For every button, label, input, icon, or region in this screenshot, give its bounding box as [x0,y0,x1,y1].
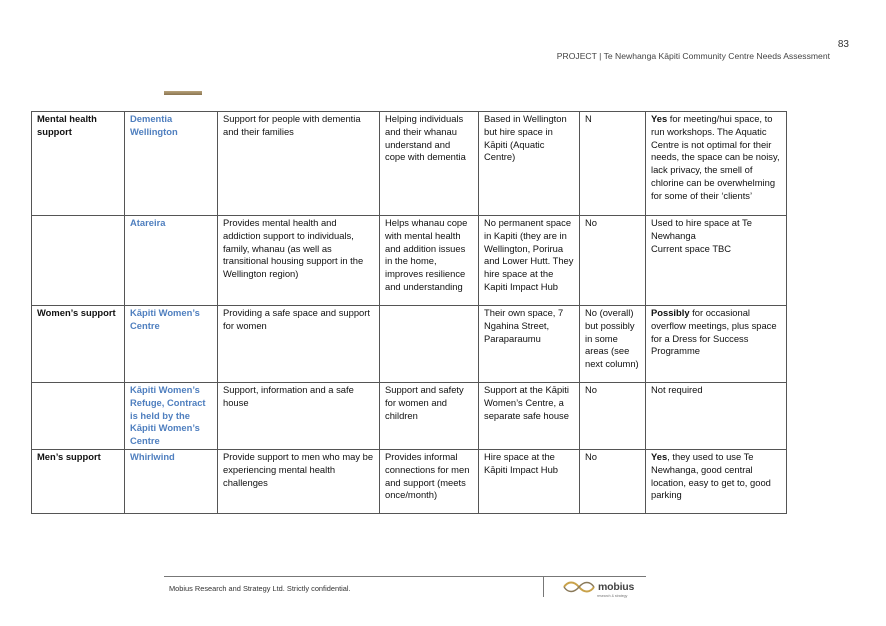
interest-cell: Used to hire space at Te Newhanga Curren… [645,215,787,306]
outcome-cell: Provides informal connections for men an… [379,448,479,514]
mobius-logo: mobius research & strategy [562,580,635,598]
table-row: Mental health support Dementia Wellingto… [31,111,787,216]
category-cell: Men’s support [31,448,125,514]
location-cell: Hire space at the Kāpiti Impact Hub [478,448,580,514]
mobius-loop-icon [563,581,595,593]
table-row: Men’s support Whirlwind Provide support … [31,448,787,514]
service-cell: Provides mental health and addiction sup… [217,215,380,306]
own-space-cell: No (overall) but possibly in some areas … [579,305,646,383]
service-cell: Provide support to men who may be experi… [217,448,380,514]
interest-cell: Possibly for occasional overflow meeting… [645,305,787,383]
service-cell: Support for people with dementia and the… [217,111,380,216]
organisation-cell: Kāpiti Women’s Centre [124,305,218,383]
category-cell: Women’s support [31,305,125,383]
interest-cell: Yes, they used to use Te Newhanga, good … [645,448,787,514]
location-cell: No permanent space in Kapiti (they are i… [478,215,580,306]
own-space-cell: No [579,382,646,450]
interest-emphasis: Yes [651,113,668,124]
location-cell: Based in Wellington but hire space in Kā… [478,111,580,216]
organisation-cell: Atareira [124,215,218,306]
interest-emphasis: Yes [651,450,668,462]
interest-text: for meeting/hui space, to run workshops.… [651,113,780,201]
outcome-cell: Support and safety for women and childre… [379,382,479,450]
outcome-cell [379,305,479,383]
organisation-cell: Dementia Wellington [124,111,218,216]
interest-text: Used to hire space at Te Newhanga Curren… [651,217,752,254]
category-cell [31,382,125,450]
logo-subtext: research & strategy [597,594,628,598]
interest-text: , they used to use Te Newhanga, good cen… [651,450,771,501]
location-cell: Support at the Kāpiti Women’s Centre, a … [478,382,580,450]
own-space-cell: No [579,215,646,306]
needs-assessment-table: Mental health support Dementia Wellingto… [31,111,787,514]
footer-divider [543,577,544,597]
table-row: Women’s support Kāpiti Women’s Centre Pr… [31,305,787,383]
location-cell: Their own space, 7 Ngahina Street, Parap… [478,305,580,383]
footer-rule [164,576,646,577]
document-header-title: PROJECT | Te Newhanga Kāpiti Community C… [556,51,830,61]
accent-bar [164,91,202,95]
category-cell: Mental health support [31,111,125,216]
own-space-cell: No [579,448,646,514]
outcome-cell: Helps whanau cope with mental health and… [379,215,479,306]
interest-cell: Yes for meeting/hui space, to run worksh… [645,111,787,216]
service-cell: Support, information and a safe house [217,382,380,450]
category-cell [31,215,125,306]
footer-confidentiality-text: Mobius Research and Strategy Ltd. Strict… [169,584,351,593]
table-row: Kāpiti Women’s Refuge, Contract is held … [31,382,787,450]
outcome-cell: Helping individuals and their whanau und… [379,111,479,216]
organisation-cell: Kāpiti Women’s Refuge, Contract is held … [124,382,218,450]
interest-cell: Not required [645,382,787,450]
logo-wordmark: mobius [598,581,635,593]
organisation-cell: Whirlwind [124,448,218,514]
table-row: Atareira Provides mental health and addi… [31,215,787,306]
service-cell: Providing a safe space and support for w… [217,305,380,383]
page-number: 83 [837,39,849,50]
interest-emphasis: Possibly [651,307,690,318]
interest-text: for occasional overflow meetings, plus s… [651,307,777,357]
own-space-cell: N [579,111,646,216]
interest-text: Not required [651,384,703,395]
